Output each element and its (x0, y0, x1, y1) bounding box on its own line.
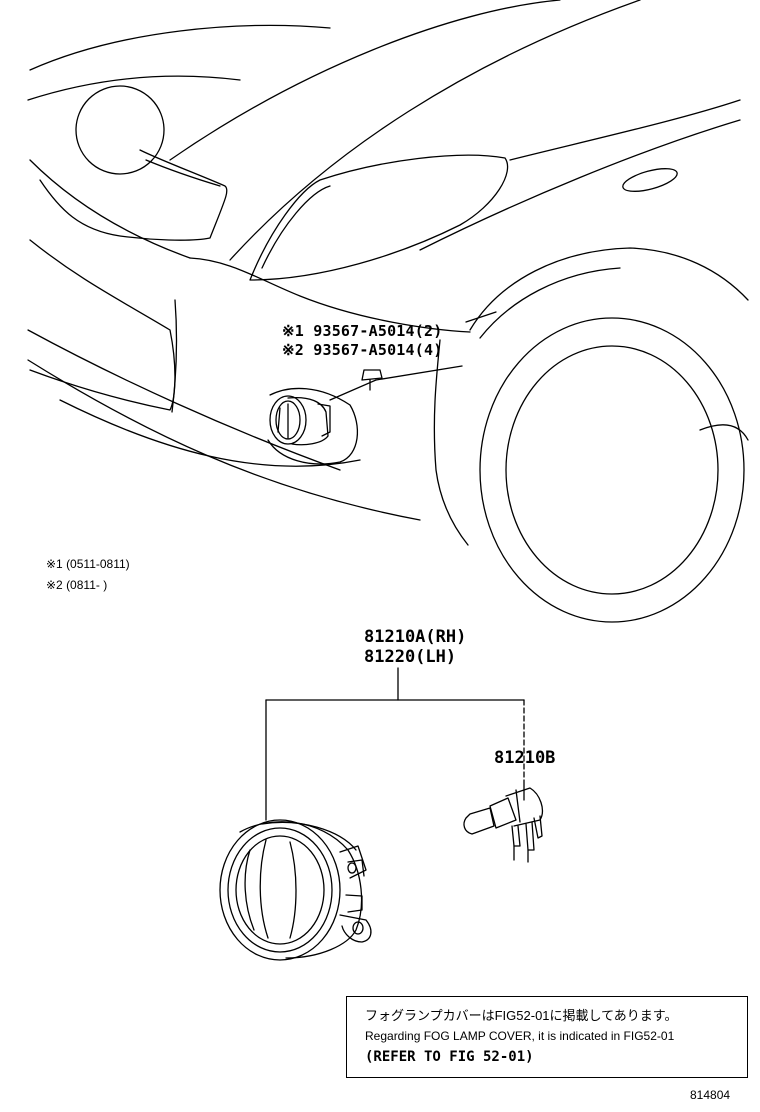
bolt-93567-drawing (362, 370, 382, 390)
legend-note-1: ※1 (0511-0811) (46, 557, 130, 571)
part-label-bulb: 81210B (494, 748, 556, 768)
notice-refer: (REFER TO FIG 52-01) (365, 1049, 534, 1065)
part-label-lamp-rh: 81210A(RH) (364, 627, 467, 647)
part-label-lamp-lh: 81220(LH) (364, 647, 457, 667)
notice-english: Regarding FOG LAMP COVER, it is indicate… (365, 1029, 675, 1043)
fog-lamp-assembly-drawing (220, 668, 524, 960)
figure-number: 814804 (690, 1088, 731, 1102)
legend-note-2: ※2 (0811- ) (46, 578, 108, 592)
notice-japanese: フォグランプカバーはFIG52-01に掲載してあります。 (365, 1008, 678, 1023)
vehicle-body-outline (28, 0, 748, 622)
fog-lamp-on-vehicle (270, 396, 330, 445)
notice-box: フォグランプカバーはFIG52-01に掲載してあります。 Regarding F… (346, 996, 748, 1078)
fog-lamp-bulb-drawing (464, 788, 542, 862)
bolt-callout-line1: ※1 93567-A5014(2) (282, 322, 443, 340)
bolt-callout-line2: ※2 93567-A5014(4) (282, 341, 443, 359)
